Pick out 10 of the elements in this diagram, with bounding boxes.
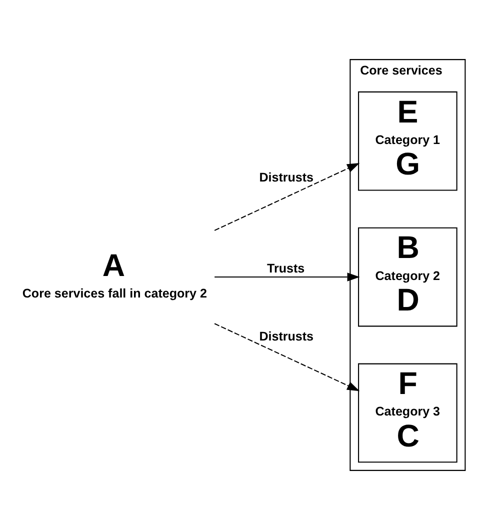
arrow (214, 162, 360, 230)
edge-label: Trusts (267, 260, 305, 275)
edge-label: Distrusts (259, 170, 314, 184)
arrow (214, 272, 360, 281)
arrow (214, 322, 360, 391)
node-text: A Core services fall in category 2 (22, 247, 207, 300)
node-box: B Category 2 D (358, 226, 458, 326)
edge-label: Distrusts (259, 328, 314, 343)
node-box: E Category 1 G (358, 90, 458, 190)
node-box: F Category 3 C (358, 362, 458, 462)
